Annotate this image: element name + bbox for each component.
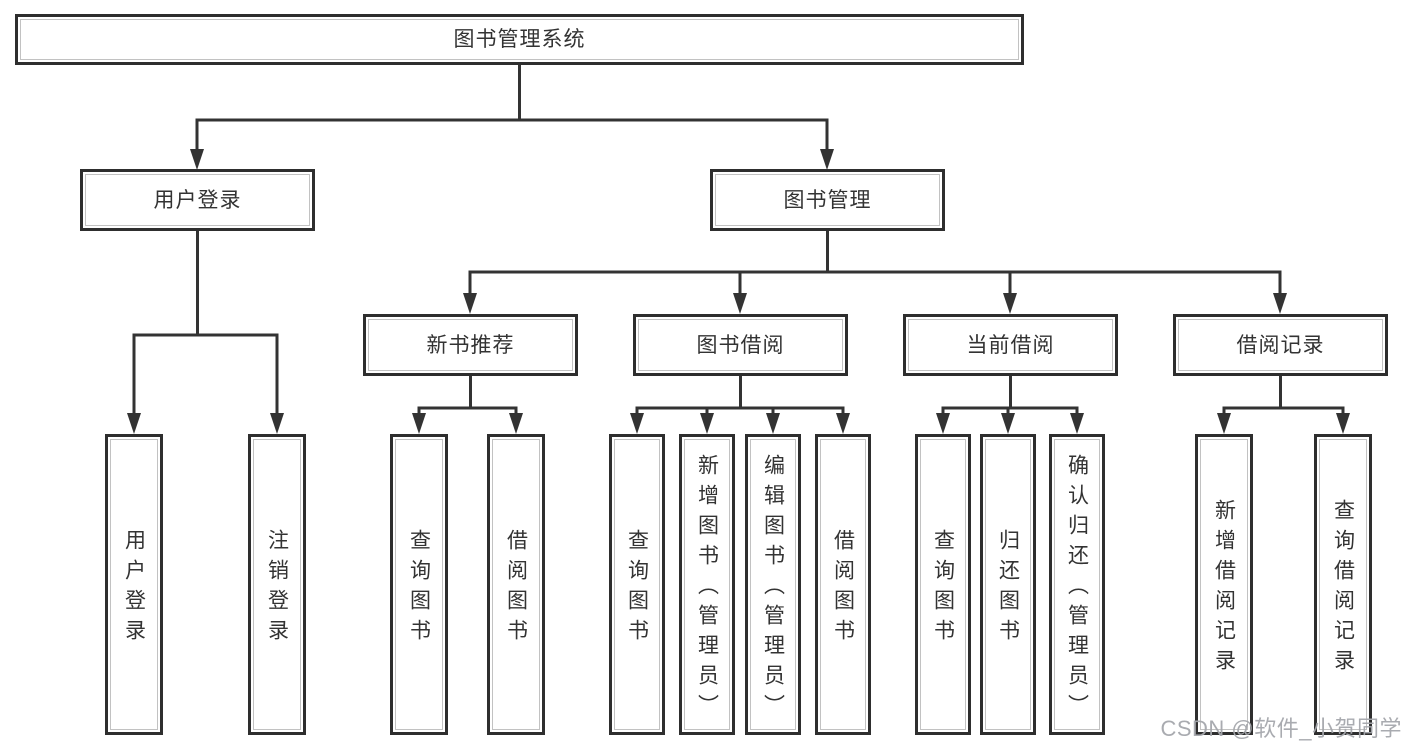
- node-new-book-recommend: 新书推荐: [363, 314, 578, 376]
- node-label: 图书管理系统: [453, 28, 586, 51]
- arrow-icon: [1003, 293, 1017, 314]
- arrow-icon: [412, 413, 426, 434]
- leaf-cb-confirm-return-admin: 确认归还（管理员）: [1049, 434, 1105, 735]
- leaf-user-login: 用户登录: [105, 434, 163, 735]
- node-book-borrow: 图书借阅: [633, 314, 848, 376]
- arrow-icon: [509, 413, 523, 434]
- wire-root: [195, 62, 829, 154]
- arrow-icon: [270, 413, 284, 434]
- leaf-br-add-record: 新增借阅记录: [1195, 434, 1253, 735]
- wire-user-login: [132, 229, 279, 418]
- node-current-borrow: 当前借阅: [903, 314, 1118, 376]
- arrow-icon: [733, 293, 747, 314]
- wire-borrow-record: [1222, 373, 1345, 418]
- leaf-nb-borrow-book: 借阅图书: [487, 434, 545, 735]
- node-book-management: 图书管理: [710, 169, 945, 231]
- node-borrow-records: 借阅记录: [1173, 314, 1388, 376]
- arrow-icon: [700, 413, 714, 434]
- node-label: 编辑图书（管理员）: [761, 454, 785, 724]
- node-user-login: 用户登录: [80, 169, 315, 231]
- node-label: 借阅图书: [504, 529, 528, 649]
- leaf-bb-edit-book-admin: 编辑图书（管理员）: [745, 434, 801, 735]
- wire-book-borrow: [635, 373, 845, 418]
- node-label: 借阅记录: [1236, 333, 1325, 357]
- node-label: 注销登录: [265, 529, 289, 649]
- arrow-icon: [1070, 413, 1084, 434]
- arrow-icon: [820, 149, 834, 170]
- leaf-br-query-record: 查询借阅记录: [1314, 434, 1372, 735]
- wire-book-manage: [468, 229, 1282, 298]
- arrow-icon: [936, 413, 950, 434]
- leaf-cb-return-book: 归还图书: [980, 434, 1036, 735]
- wire-current-borrow: [941, 373, 1079, 418]
- node-label: 查询图书: [625, 529, 649, 649]
- node-label: 确认归还（管理员）: [1065, 454, 1089, 724]
- node-label: 图书管理: [783, 188, 872, 212]
- node-label: 查询图书: [931, 529, 955, 649]
- node-label: 查询借阅记录: [1331, 499, 1355, 679]
- leaf-cb-query-book: 查询图书: [915, 434, 971, 735]
- node-label: 新增借阅记录: [1212, 499, 1236, 679]
- node-label: 新增图书（管理员）: [695, 454, 719, 724]
- arrow-icon: [836, 413, 850, 434]
- leaf-nb-query-book: 查询图书: [390, 434, 448, 735]
- arrow-icon: [463, 293, 477, 314]
- node-label: 归还图书: [996, 529, 1020, 649]
- leaf-bb-query-book: 查询图书: [609, 434, 665, 735]
- arrow-icon: [630, 413, 644, 434]
- node-label: 图书借阅: [696, 333, 785, 357]
- node-label: 查询图书: [407, 529, 431, 649]
- arrow-icon: [1217, 413, 1231, 434]
- node-label: 借阅图书: [831, 529, 855, 649]
- node-library-system: 图书管理系统: [15, 14, 1024, 65]
- leaf-bb-borrow-book: 借阅图书: [815, 434, 871, 735]
- node-label: 用户登录: [122, 529, 146, 649]
- arrow-icon: [1273, 293, 1287, 314]
- arrow-icon: [1336, 413, 1350, 434]
- wire-new-book: [417, 373, 518, 418]
- leaf-logout-login: 注销登录: [248, 434, 306, 735]
- arrow-icon: [766, 413, 780, 434]
- node-label: 用户登录: [153, 188, 242, 212]
- arrow-icon: [1001, 413, 1015, 434]
- arrow-icon: [127, 413, 141, 434]
- arrow-icon: [190, 149, 204, 170]
- leaf-bb-add-book-admin: 新增图书（管理员）: [679, 434, 735, 735]
- node-label: 当前借阅: [966, 333, 1055, 357]
- node-label: 新书推荐: [426, 333, 515, 357]
- watermark: CSDN @软件_小贺同学: [1160, 716, 1402, 741]
